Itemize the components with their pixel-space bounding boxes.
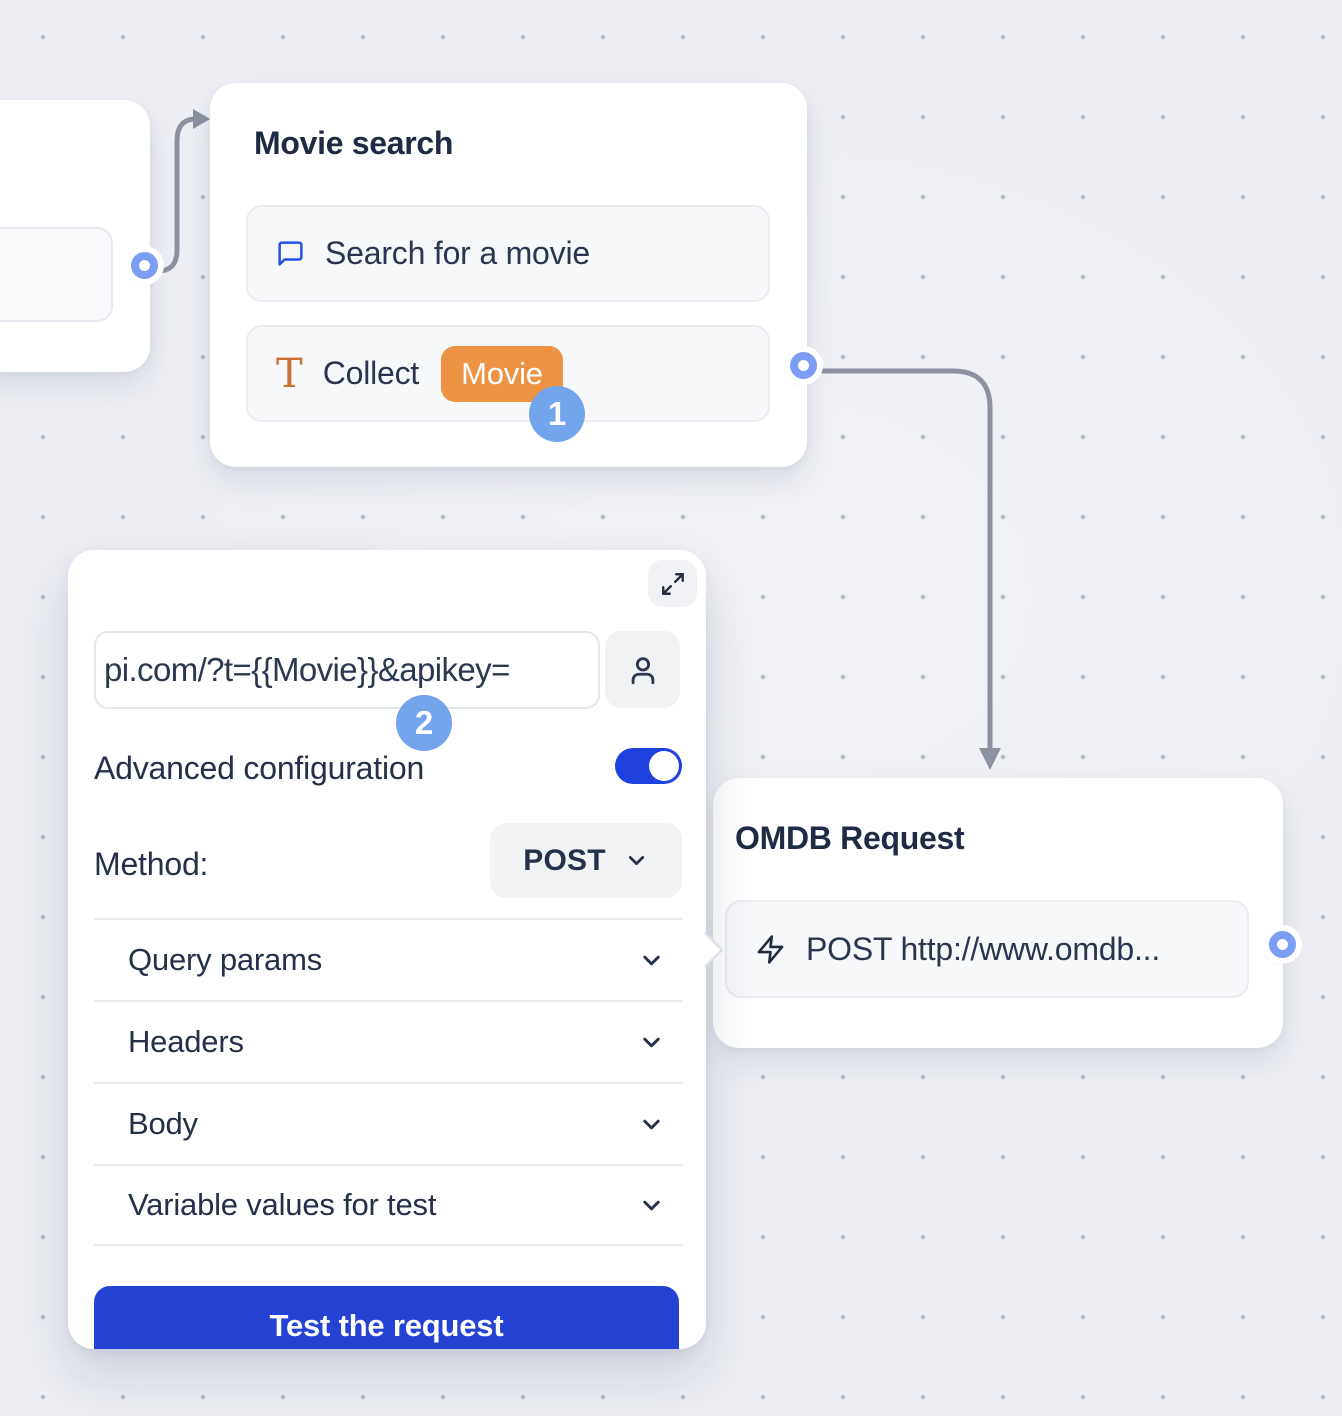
step-badge-2: 2	[396, 695, 452, 751]
section-body[interactable]: Body	[94, 1082, 683, 1164]
section-headers[interactable]: Headers	[94, 1000, 683, 1082]
omdb-request-node-card[interactable]: OMDB Request POST http://www.omdb...	[713, 778, 1283, 1048]
user-icon	[626, 653, 660, 687]
omdb-request-item[interactable]: POST http://www.omdb...	[725, 900, 1249, 998]
url-input[interactable]	[94, 631, 600, 709]
section-label: Variable values for test	[128, 1187, 437, 1222]
movie-search-question-item[interactable]: Search for a movie	[246, 205, 770, 302]
variable-chip: Movie	[441, 345, 563, 402]
toggle-knob	[649, 751, 679, 781]
section-label: Headers	[128, 1024, 244, 1059]
step-badge-1: 1	[529, 386, 585, 442]
user-variable-button[interactable]	[605, 631, 680, 708]
test-request-button[interactable]: Test the request	[94, 1286, 679, 1349]
advanced-configuration-label: Advanced configuration	[94, 750, 425, 786]
connector-into-movie-search	[149, 116, 199, 274]
chevron-down-icon	[638, 1029, 665, 1056]
section-label: Body	[128, 1106, 198, 1141]
collect-movie-item[interactable]: T Collect Movie	[246, 325, 770, 422]
advanced-configuration-toggle[interactable]	[615, 748, 682, 784]
method-label: Method:	[94, 846, 209, 882]
collapsible-sections: Query params Headers Body Variable value…	[94, 918, 683, 1246]
section-query-params[interactable]: Query params	[94, 918, 683, 1000]
lightning-icon	[755, 934, 786, 965]
chevron-down-icon	[638, 1111, 665, 1138]
chat-bubble-icon	[276, 239, 305, 268]
node-title: Movie search	[254, 125, 454, 161]
partial-node-item[interactable]	[0, 227, 113, 322]
arrowhead-right-icon	[193, 109, 210, 129]
chevron-down-icon	[638, 947, 665, 974]
section-variable-values[interactable]: Variable values for test	[94, 1164, 683, 1246]
output-port-omdb[interactable]	[1269, 931, 1296, 958]
request-config-panel: 2 Advanced configuration Method: POST Qu…	[68, 550, 706, 1349]
method-dropdown[interactable]: POST	[490, 823, 682, 898]
arrowhead-down-icon	[979, 748, 1001, 770]
node-title: OMDB Request	[735, 820, 965, 856]
connector-movie-to-omdb	[819, 368, 993, 752]
output-port-movie-search[interactable]	[790, 352, 817, 379]
chevron-down-icon	[638, 1192, 665, 1219]
text-collect-icon: T	[276, 350, 303, 397]
movie-search-node-card[interactable]: Movie search Search for a movie T Collec…	[210, 83, 807, 467]
expand-icon	[660, 571, 686, 597]
item-label: Collect	[322, 355, 420, 391]
method-value: POST	[523, 843, 606, 877]
item-label: Search for a movie	[325, 235, 590, 271]
chevron-down-icon	[624, 848, 649, 873]
expand-button[interactable]	[648, 560, 697, 607]
section-label: Query params	[128, 942, 322, 977]
partial-node-card[interactable]	[0, 100, 150, 372]
output-port-partial-node[interactable]	[131, 252, 158, 279]
item-label: POST http://www.omdb...	[806, 930, 1161, 967]
